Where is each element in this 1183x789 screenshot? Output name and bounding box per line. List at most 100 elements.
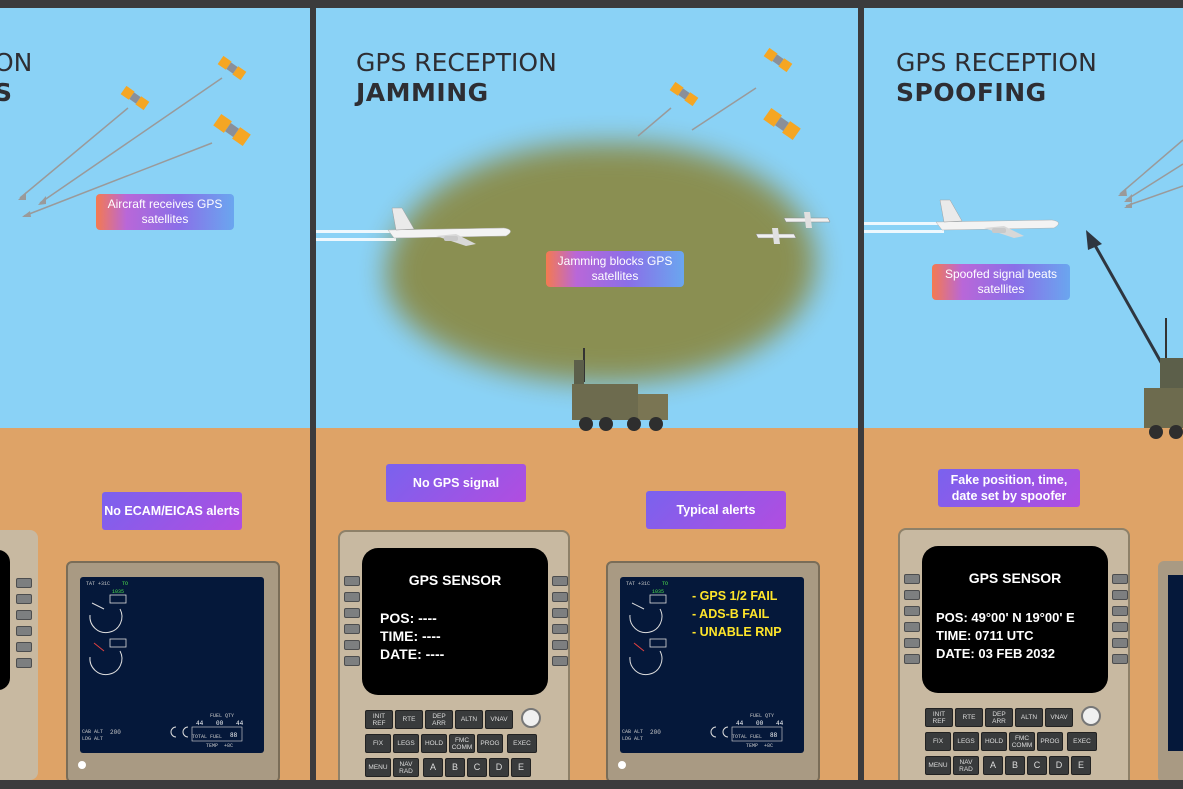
satellite-icon bbox=[763, 107, 801, 141]
cdu-title: GPS SENSOR bbox=[408, 572, 502, 588]
key-init-ref[interactable]: INIT REF bbox=[365, 710, 393, 729]
engine-gauges bbox=[89, 594, 243, 742]
line-select-key[interactable] bbox=[344, 656, 360, 666]
title-line1: GPS RECEPTION bbox=[356, 48, 557, 77]
key-fix[interactable]: FIX bbox=[365, 734, 391, 753]
key-altn[interactable]: ALTN bbox=[1015, 708, 1043, 727]
cdu-brightness-knob[interactable] bbox=[1081, 706, 1101, 726]
key-fix[interactable]: FIX bbox=[925, 732, 951, 751]
line-select-key[interactable] bbox=[344, 608, 360, 618]
key-hold[interactable]: HOLD bbox=[421, 734, 447, 753]
key-c[interactable]: C bbox=[467, 758, 487, 777]
key-fmc-comm[interactable]: FMC COMM bbox=[449, 734, 475, 753]
line-select-key[interactable] bbox=[344, 624, 360, 634]
line-select-key[interactable] bbox=[552, 576, 568, 586]
key-dep-arr[interactable]: DEP ARR bbox=[425, 710, 453, 729]
line-select-key[interactable] bbox=[904, 590, 920, 600]
title-line2: JAMMING bbox=[356, 78, 489, 107]
cdu-line-time: TIME: 0711 UTC bbox=[936, 628, 1034, 643]
key-legs[interactable]: LEGS bbox=[953, 732, 979, 751]
line-select-key[interactable] bbox=[552, 656, 568, 666]
key-dep-arr[interactable]: DEP ARR bbox=[985, 708, 1013, 727]
key-menu[interactable]: MENU bbox=[925, 756, 951, 775]
line-select-key[interactable] bbox=[1112, 638, 1128, 648]
line-select-key[interactable] bbox=[552, 640, 568, 650]
callout-jamming-blocks: Jamming blocks GPS satellites bbox=[546, 251, 684, 287]
cdu-brightness-knob[interactable] bbox=[521, 708, 541, 728]
alert-typical-alerts: Typical alerts bbox=[646, 491, 786, 529]
airliner-icon bbox=[387, 207, 511, 246]
key-nav-rad[interactable]: NAV RAD bbox=[393, 758, 419, 777]
key-legs[interactable]: LEGS bbox=[393, 734, 419, 753]
spoof-signal-arrow bbox=[1090, 239, 1164, 365]
line-select-key[interactable] bbox=[904, 622, 920, 632]
line-select-key[interactable] bbox=[344, 592, 360, 602]
spoofing-illustration bbox=[864, 139, 1183, 439]
drone-icon bbox=[755, 228, 797, 244]
line-select-key[interactable] bbox=[904, 574, 920, 584]
satellite-icon bbox=[217, 55, 247, 81]
key-rte[interactable]: RTE bbox=[395, 710, 423, 729]
key-fmc-comm[interactable]: FMC COMM bbox=[1009, 732, 1035, 751]
jamming-illustration bbox=[316, 47, 831, 431]
line-select-key[interactable] bbox=[1112, 574, 1128, 584]
key-b[interactable]: B bbox=[445, 758, 465, 777]
key-altn[interactable]: ALTN bbox=[455, 710, 483, 729]
panel-jamming: GPS RECEPTION JAMMING bbox=[316, 8, 858, 780]
cdu-screen: GPS SENSOR POS: ---- TIME: ---- DATE: --… bbox=[362, 548, 548, 695]
eicas-screen: TAT +31C TO 1035 - GPS 1/2 FAIL - ADS-B … bbox=[620, 577, 804, 753]
alert-no-gps-signal: No GPS signal bbox=[386, 464, 526, 502]
alert-fake-position: Fake position, time, date set by spoofer bbox=[938, 469, 1080, 507]
cdu-line-pos: POS: ---- bbox=[380, 610, 437, 626]
line-select-key[interactable] bbox=[904, 606, 920, 616]
line-select-key[interactable] bbox=[1112, 606, 1128, 616]
satellite-icon bbox=[669, 81, 699, 107]
eicas-screen: TAT +31C TO 1035 200 CAB ALT LDG ALT FUE… bbox=[80, 577, 264, 753]
key-hold[interactable]: HOLD bbox=[981, 732, 1007, 751]
key-init-ref[interactable]: INIT REF bbox=[925, 708, 953, 727]
line-select-key[interactable] bbox=[1112, 590, 1128, 600]
cdu-screen: GPS SENSOR POS: 49°00' N 19°00' E TIME: … bbox=[922, 546, 1108, 693]
line-select-key[interactable] bbox=[904, 638, 920, 648]
key-exec[interactable]: EXEC bbox=[1067, 732, 1097, 751]
line-select-key[interactable] bbox=[552, 592, 568, 602]
key-exec[interactable]: EXEC bbox=[507, 734, 537, 753]
title-line2: SPOOFING bbox=[896, 78, 1047, 107]
key-vnav[interactable]: VNAV bbox=[1045, 708, 1073, 727]
line-select-key[interactable] bbox=[552, 624, 568, 634]
key-prog[interactable]: PROG bbox=[1037, 732, 1063, 751]
line-select-key[interactable] bbox=[552, 608, 568, 618]
panel-title: ON S bbox=[0, 48, 32, 108]
line-select-key[interactable] bbox=[344, 576, 360, 586]
title-line1-fragment: ON bbox=[0, 48, 33, 77]
line-select-key[interactable] bbox=[1112, 622, 1128, 632]
cdu-title: GPS SENSOR bbox=[968, 570, 1062, 586]
key-rte[interactable]: RTE bbox=[955, 708, 983, 727]
panel-title: GPS RECEPTION SPOOFING bbox=[896, 48, 1097, 108]
key-a[interactable]: A bbox=[983, 756, 1003, 775]
cdu-partial bbox=[0, 530, 38, 780]
key-b[interactable]: B bbox=[1005, 756, 1025, 775]
key-d[interactable]: D bbox=[489, 758, 509, 777]
cdu-line-pos: POS: 49°00' N 19°00' E bbox=[936, 610, 1075, 625]
cdu-line-date: DATE: 03 FEB 2032 bbox=[936, 646, 1055, 661]
key-menu[interactable]: MENU bbox=[365, 758, 391, 777]
eicas-alert-gps-fail: - GPS 1/2 FAIL bbox=[692, 589, 778, 603]
key-e[interactable]: E bbox=[1071, 756, 1091, 775]
key-nav-rad[interactable]: NAV RAD bbox=[953, 756, 979, 775]
eicas-alert-adsb-fail: - ADS-B FAIL bbox=[692, 607, 770, 621]
satellite-icon bbox=[213, 113, 251, 147]
key-c[interactable]: C bbox=[1027, 756, 1047, 775]
eicas-display-jamming: TAT +31C TO 1035 - GPS 1/2 FAIL - ADS-B … bbox=[606, 561, 820, 780]
key-a[interactable]: A bbox=[423, 758, 443, 777]
line-select-key[interactable] bbox=[344, 640, 360, 650]
key-vnav[interactable]: VNAV bbox=[485, 710, 513, 729]
key-e[interactable]: E bbox=[511, 758, 531, 777]
satellites-illustration bbox=[18, 55, 251, 217]
jammer-truck-icon bbox=[572, 348, 668, 431]
key-prog[interactable]: PROG bbox=[477, 734, 503, 753]
line-select-key[interactable] bbox=[904, 654, 920, 664]
line-select-key[interactable] bbox=[1112, 654, 1128, 664]
eicas-display-normal: TAT +31C TO 1035 200 CAB ALT LDG ALT FUE… bbox=[66, 561, 280, 780]
key-d[interactable]: D bbox=[1049, 756, 1069, 775]
